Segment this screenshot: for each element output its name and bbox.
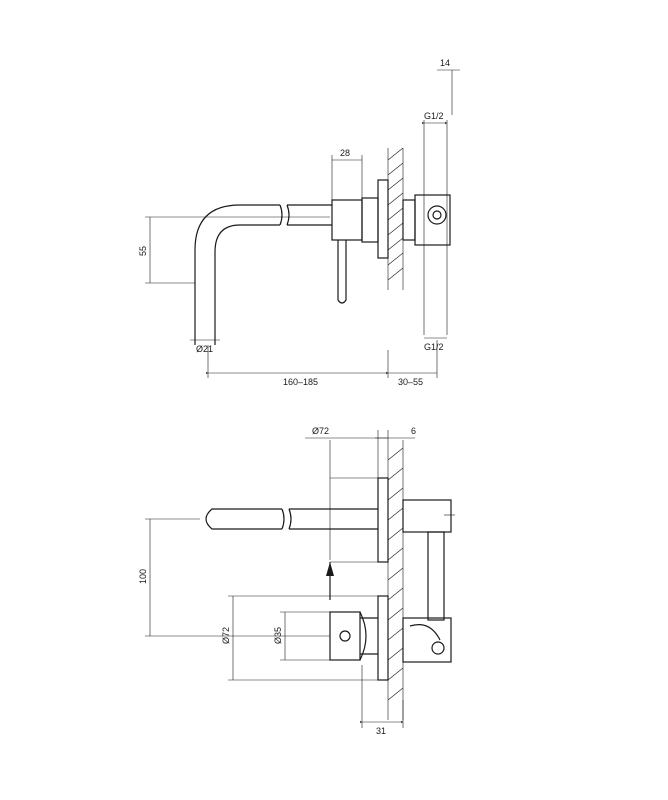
dim-31-label: 31 <box>376 726 386 736</box>
dim-55-label: 55 <box>138 246 148 256</box>
dim-d35-label: Ø35 <box>273 627 283 644</box>
dim-100-label: 100 <box>138 569 148 584</box>
valve-body-top <box>414 70 453 335</box>
dim-160-185-label: 160–185 <box>283 377 318 387</box>
dim-g12-bottom-label: G1/2 <box>424 342 444 352</box>
dimensions-front <box>145 430 415 728</box>
dim-6-label: 6 <box>411 426 416 436</box>
spout-front <box>205 477 389 681</box>
wall-hatch-top <box>387 147 404 290</box>
dim-14-label: 14 <box>440 58 450 68</box>
dim-d72-top-label: Ø72 <box>312 426 329 436</box>
dim-g12-top-label: G1/2 <box>424 111 444 121</box>
top-view: 14 G1/2 28 55 Ø21 G1/2 160–185 30–55 <box>138 58 460 387</box>
dimensions-top <box>145 69 460 378</box>
front-view: Ø72 6 100 Ø72 Ø35 31 <box>138 426 455 736</box>
wall-hatch-front <box>387 440 404 720</box>
dim-d72-left-label: Ø72 <box>221 627 231 644</box>
dim-28-label: 28 <box>340 148 350 158</box>
spout-top <box>194 179 416 345</box>
dim-d21-label: Ø21 <box>196 344 213 354</box>
dim-30-55-label: 30–55 <box>398 377 423 387</box>
valve-body-front <box>402 499 455 663</box>
